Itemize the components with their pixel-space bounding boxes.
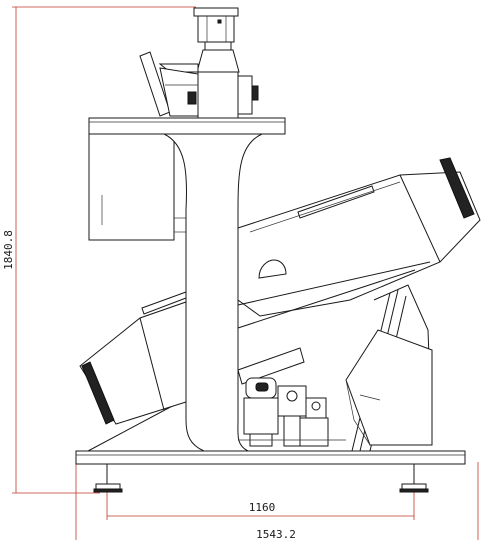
lower-optical-box [79, 291, 187, 425]
top-platform [88, 117, 286, 135]
base-frame [75, 402, 466, 465]
height-dimension-label: 1840.8 [2, 230, 15, 270]
support-frame [345, 284, 433, 452]
vibrator-housing [139, 51, 259, 117]
upper-optical-box [237, 157, 481, 329]
central-column [163, 133, 263, 452]
dimension-lines [12, 6, 479, 540]
feed-funnel [193, 7, 240, 119]
overall-width-dimension-label: 1543.2 [256, 528, 296, 540]
leveling-feet [93, 464, 429, 493]
feet-span-dimension-label: 1160 [249, 501, 276, 514]
ejector-assembly [237, 347, 346, 447]
left-hopper-box [88, 133, 186, 241]
